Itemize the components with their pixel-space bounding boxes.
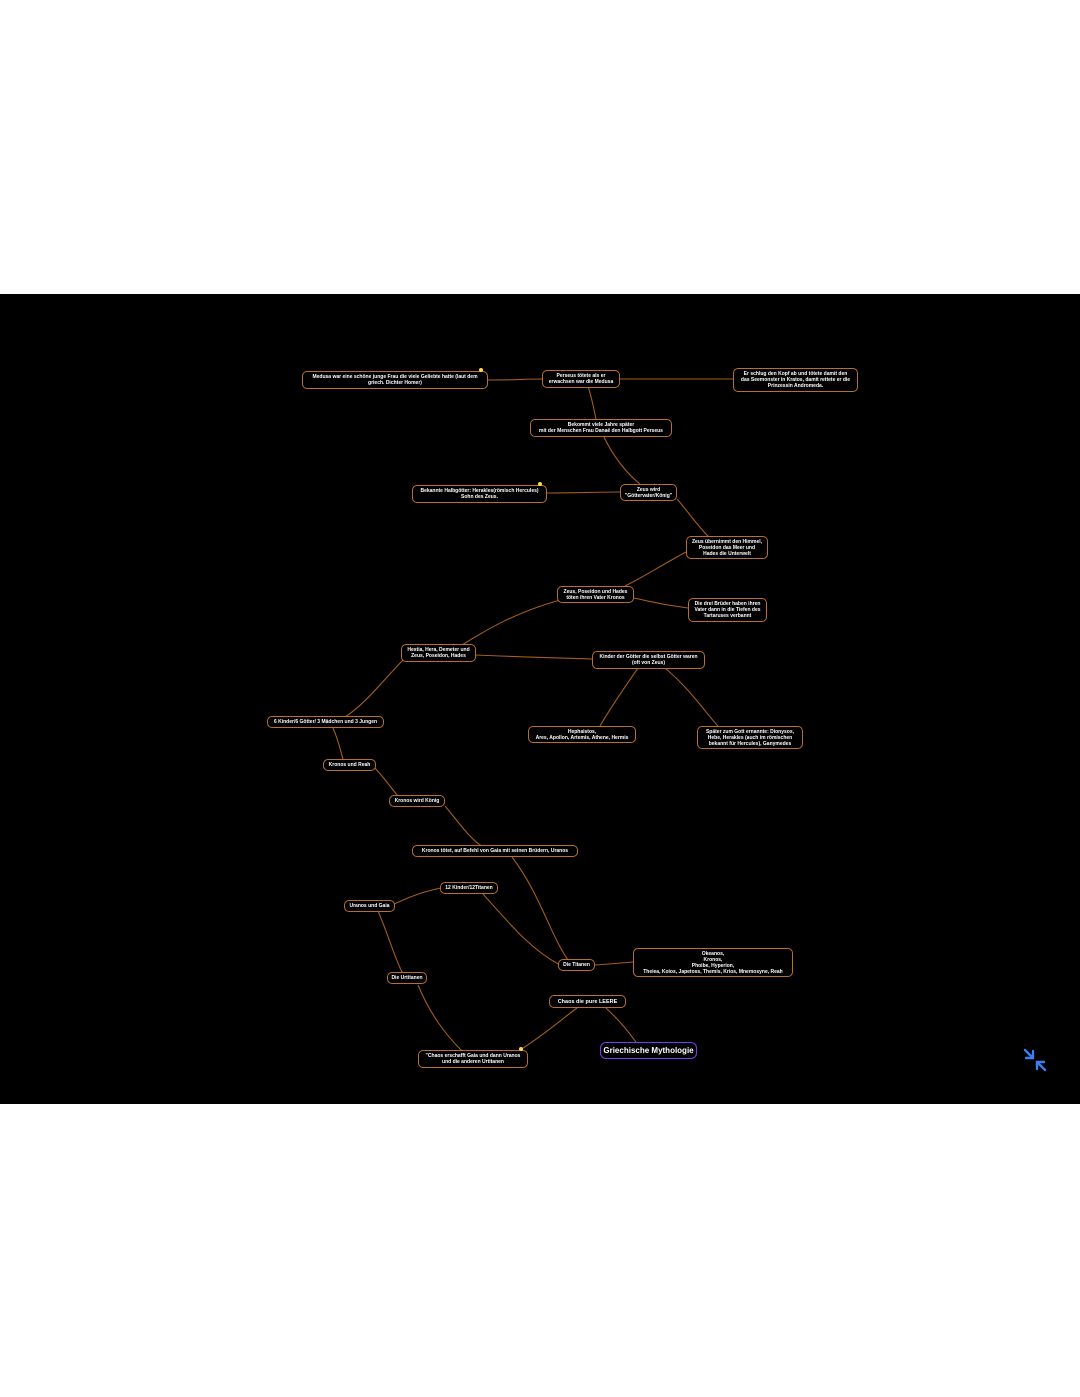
node-medusa[interactable]: Medusa war eine schöne junge Frau die vi… (302, 371, 488, 389)
node-zwoelf[interactable]: 12 Kinder/12Titanen (440, 882, 498, 894)
node-kinder[interactable]: Kinder der Götter die selbst Götter ware… (592, 651, 705, 669)
edge-kinder-hephaistos (599, 667, 639, 727)
node-okeanos[interactable]: Okeanos, Kronos, Phoibe, Hyperion, Theie… (633, 948, 793, 977)
collapse-arrows-icon[interactable] (1022, 1047, 1048, 1073)
node-chaos[interactable]: Chaos die pure LEERE (549, 995, 626, 1008)
marker-star-icon (479, 368, 483, 372)
edge-urtitanen-erschafft (417, 984, 463, 1052)
edge-hestia-sechs (344, 659, 404, 718)
node-kronosreah[interactable]: Kronos und Reah (323, 759, 376, 771)
edge-toeten-brueder (633, 597, 689, 609)
node-urtitanen[interactable]: Die Urtitanen (387, 972, 427, 984)
node-zeuswird[interactable]: Zeus wird "Göttervater/König" (620, 484, 677, 501)
marker-star-icon (519, 1047, 523, 1051)
node-toeten[interactable]: Zeus, Poseidon und Hades töten ihren Vat… (557, 586, 634, 603)
edge-kronostoetet-titanen (511, 856, 569, 961)
node-kronoskoenig[interactable]: Kronos wird König (389, 795, 445, 807)
node-hephaistos[interactable]: Hephaistos, Ares, Apollon, Artemis, Athe… (528, 726, 636, 743)
edge-halbgoetter-zeuswird (546, 491, 621, 494)
node-brueder[interactable]: Die drei Brüder haben ihren Vater dann i… (688, 598, 767, 622)
edge-zwoelf-uranos (389, 887, 442, 907)
node-halbgoetter[interactable]: Bekannte Halbgötter: Herakles(römisch He… (412, 485, 547, 503)
edge-erschafft-chaos (519, 1007, 578, 1051)
edge-zeuswird-himmel (676, 498, 711, 539)
node-erschafft[interactable]: "Chaos erschafft Gaia und dann Uranos un… (418, 1050, 528, 1068)
node-root[interactable]: Griechische Mythologie (600, 1042, 697, 1059)
edge-kronoskoenig-kronostoetet (444, 805, 484, 848)
node-uranos[interactable]: Uranos und Gaia (344, 900, 395, 912)
marker-star-icon (538, 482, 542, 486)
node-titanen[interactable]: Die Titanen (558, 959, 595, 971)
edge-himmel-toeten (624, 551, 687, 587)
edge-kinder-spaeter (664, 667, 719, 727)
edge-kronosreah-kronoskoenig (374, 767, 399, 797)
edge-titanen-okeanos (594, 961, 634, 966)
node-spaeter[interactable]: Später zum Gott ernannte: Dionysos, Hebe… (697, 726, 803, 749)
node-sechs[interactable]: 6 Kinder/6 Götter/ 3 Mädchen und 3 Junge… (267, 716, 384, 728)
mindmap-canvas[interactable]: Medusa war eine schöne junge Frau die vi… (0, 294, 1080, 1104)
node-bekommt[interactable]: Bekommt viele Jahre später mit der Mensc… (530, 419, 672, 437)
node-kopf[interactable]: Er schlug den Kopf ab und tötete damit d… (733, 368, 858, 392)
edge-medusa-perseus (487, 378, 543, 381)
node-himmel[interactable]: Zeus übernimmt den Himmel, Poseidon das … (686, 536, 768, 559)
edge-uranos-urtitanen (377, 910, 404, 975)
node-hestia[interactable]: Hestia, Hera, Demeter und Zeus, Poseidon… (401, 644, 476, 662)
mindmap-connections (332, 378, 733, 1052)
edge-bekommt-zeuswird (603, 436, 641, 485)
node-kronostoetet[interactable]: Kronos tötet, auf Befehl von Gaia mit se… (412, 845, 578, 857)
node-perseus[interactable]: Perseus tötete als er erwachsen war die … (542, 370, 620, 388)
edge-sechs-kronosreah (332, 727, 344, 760)
edge-perseus-bekommt (587, 385, 597, 420)
edge-hestia-kinder (475, 654, 593, 660)
edge-zwoelf-titanen (482, 893, 561, 966)
edge-chaos-root (605, 1007, 637, 1043)
edge-toeten-hestia (461, 599, 561, 646)
